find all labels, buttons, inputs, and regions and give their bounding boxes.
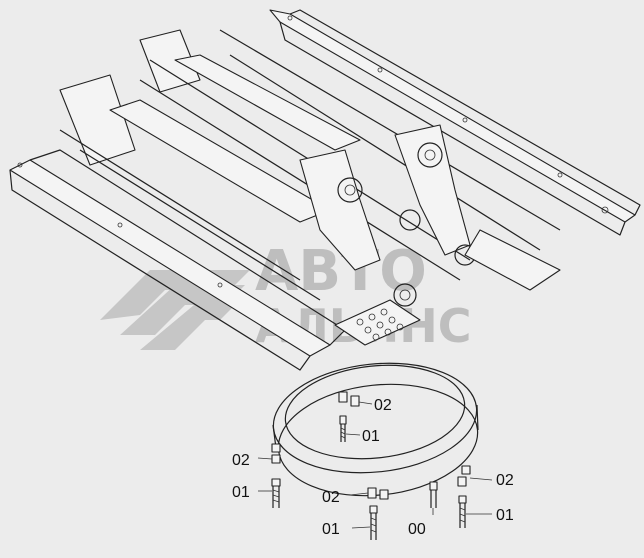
callout-ring-top-washer: 02 (374, 397, 392, 414)
center-pin (429, 481, 438, 515)
callout-center-bolt: 01 (322, 521, 340, 538)
step-plate-holes (356, 308, 404, 341)
callout-left-bolt: 01 (232, 484, 250, 501)
center-bolt (351, 505, 378, 540)
right-bolt (458, 495, 492, 528)
rail-holes (17, 15, 609, 288)
callout-right-bolt: 01 (496, 507, 514, 524)
left-bolt (258, 478, 281, 508)
undercarriage-frame (9, 9, 641, 371)
callout-center-pin: 00 (408, 521, 426, 538)
left-washer (257, 443, 281, 464)
callout-right-washer: 02 (496, 472, 514, 489)
center-washer (349, 487, 389, 500)
right-washer (457, 465, 493, 487)
callout-ring-top-bolt: 01 (362, 428, 380, 445)
callout-left-washer: 02 (232, 452, 250, 469)
ring-top-bolt (339, 415, 361, 442)
callout-center-washer: 02 (322, 489, 340, 506)
ring-top-washer (338, 391, 373, 407)
